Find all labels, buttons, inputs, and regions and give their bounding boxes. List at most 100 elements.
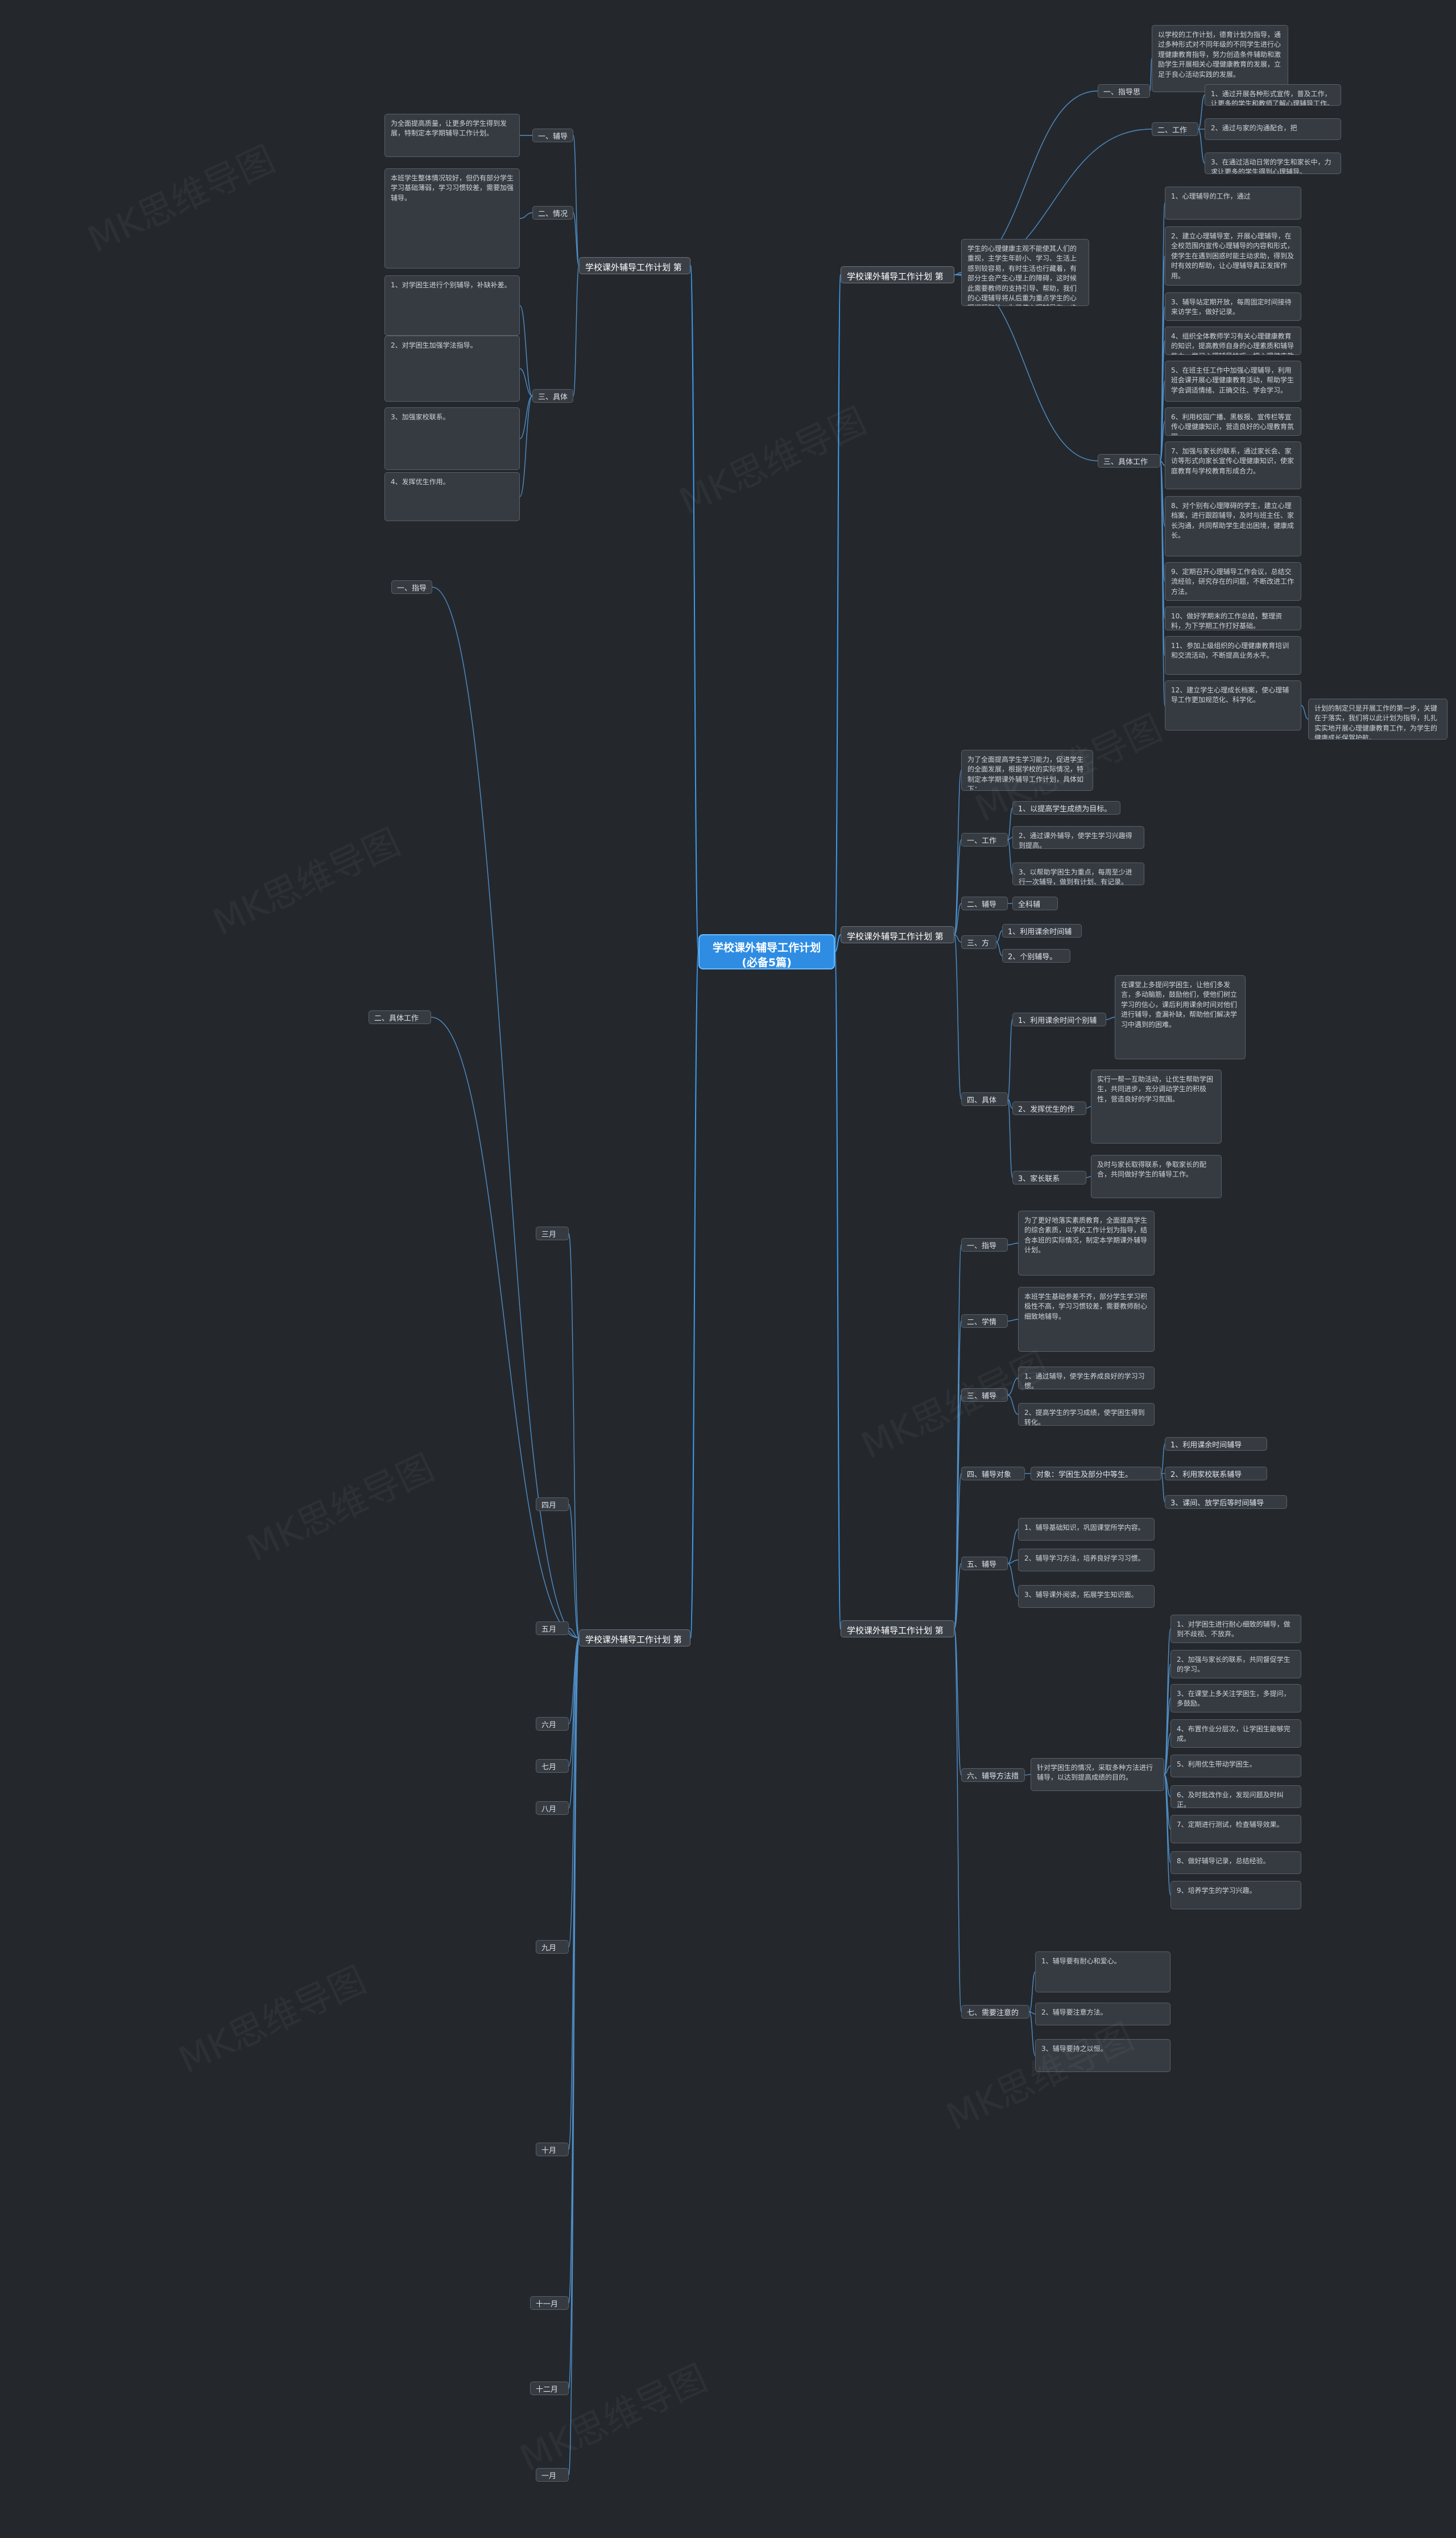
mindmap-node-l1b[interactable]: 一、指导思想 (1098, 84, 1150, 98)
mindmap-node-l1c1[interactable]: 1、通过开展各种形式宣传，普及工作，让更多的学生和教师了解心理辅导工作。 (1205, 84, 1341, 106)
mindmap-node-l4l[interactable]: 十二月份 (530, 2382, 569, 2395)
mindmap-node-l5g1[interactable]: 1、辅导要有耐心和爱心。 (1035, 1951, 1170, 1992)
mindmap-node-l2[interactable]: 学校课外辅导工作计划 第2篇 (579, 257, 690, 274)
mindmap-node-l5d1[interactable]: 对象：学困生及部分中等生。 (1031, 1467, 1161, 1480)
mindmap-node-l3b3[interactable]: 3、以帮助学困生为重点，每周至少进行一次辅导，做到有计划、有记录。 (1012, 862, 1144, 885)
mindmap-node-l5f1[interactable]: 针对学困生的情况，采取多种方法进行辅导，以达到提高成绩的目的。 (1031, 1758, 1164, 1791)
mindmap-node-l4j[interactable]: 十月份 (536, 2143, 569, 2156)
mindmap-node-l3b1[interactable]: 1、以提高学生成绩为目标。 (1012, 801, 1120, 815)
mindmap-node-l3d2[interactable]: 2、个别辅导。 (1002, 949, 1070, 963)
mindmap-node-l4f[interactable]: 六月份 (536, 1717, 569, 1731)
mindmap-node-l3e3a[interactable]: 及时与家长取得联系，争取家长的配合，共同做好学生的辅导工作。 (1091, 1155, 1222, 1198)
mindmap-node-l5g3[interactable]: 3、辅导要持之以恒。 (1035, 2039, 1170, 2072)
mindmap-node-l2a1[interactable]: 为全面提高质量，让更多的学生得到发展，特制定本学期辅导工作计划。 (384, 114, 520, 157)
mindmap-node-l3e[interactable]: 四、具体措施 (961, 1092, 1008, 1106)
mindmap-node-l5d1c[interactable]: 3、课间、放学后等时间辅导 (1165, 1495, 1287, 1509)
mindmap-node-l5f1c[interactable]: 3、在课堂上多关注学困生，多提问，多鼓励。 (1170, 1684, 1301, 1712)
mindmap-node-l3e1[interactable]: 1、利用课余时间个别辅导 (1012, 1013, 1106, 1026)
mindmap-node-l4c[interactable]: 三月份 (536, 1227, 569, 1240)
connector-l2c4 (519, 395, 533, 497)
mindmap-node-l1d6[interactable]: 6、利用校园广播、黑板报、宣传栏等宣传心理健康知识，营造良好的心理教育氛围。 (1165, 407, 1301, 436)
mindmap-node-l3a[interactable]: 为了全面提高学生学习能力，促进学生的全面发展，根据学校的实际情况，特制定本学期课… (961, 750, 1093, 791)
mindmap-node-l5b[interactable]: 二、学情分析 (961, 1314, 1008, 1328)
mindmap-node-l5f1a[interactable]: 1、对学困生进行耐心细致的辅导，做到不歧视、不放弃。 (1170, 1615, 1301, 1643)
mindmap-node-l3e3[interactable]: 3、家长联系 (1012, 1171, 1086, 1185)
mindmap-node-l1d11[interactable]: 11、参加上级组织的心理健康教育培训和交流活动，不断提高业务水平。 (1165, 636, 1301, 675)
mindmap-node-l5d1b[interactable]: 2、利用家校联系辅导 (1165, 1467, 1267, 1480)
mindmap-node-l4e[interactable]: 五月份 (536, 1621, 569, 1635)
mindmap-node-l1d10[interactable]: 10、做好学期末的工作总结，整理资料，为下学期工作打好基础。 (1165, 606, 1301, 630)
mindmap-node-l4a[interactable]: 一、指导思想 (391, 580, 432, 594)
mindmap-node-l3e1a[interactable]: 在课堂上多提问学困生，让他们多发言，多动脑筋，鼓励他们，使他们树立学习的信心，课… (1115, 975, 1246, 1059)
mindmap-node-l1d2[interactable]: 2、建立心理辅导室，开展心理辅导，在全校范围内宣传心理辅导的内容和形式，使学生在… (1165, 226, 1301, 286)
mindmap-node-l5c1[interactable]: 1、通过辅导，使学生养成良好的学习习惯。 (1018, 1367, 1155, 1389)
mindmap-node-l5f1d[interactable]: 4、布置作业分层次，让学困生能够完成。 (1170, 1719, 1301, 1748)
mindmap-node-l1c[interactable]: 二、工作目标 (1152, 122, 1198, 136)
mindmap-node-l5e3[interactable]: 3、辅导课外阅读，拓展学生知识面。 (1018, 1585, 1155, 1608)
mindmap-node-l3d[interactable]: 三、方式 (961, 935, 996, 949)
mindmap-node-l3e2[interactable]: 2、发挥优生的作用 (1012, 1101, 1086, 1115)
mindmap-node-l4m[interactable]: 一月份 (536, 2468, 569, 2482)
mindmap-node-l5a[interactable]: 一、指导思想 (961, 1238, 1008, 1252)
mindmap-node-l5g[interactable]: 七、需要注意的问题 (961, 2005, 1029, 2019)
mindmap-node-l3e2a[interactable]: 实行一帮一互助活动，让优生帮助学困生，共同进步，充分调动学生的积极性，营造良好的… (1091, 1070, 1222, 1144)
mindmap-node-l5[interactable]: 学校课外辅导工作计划 第5篇 (841, 1620, 954, 1637)
mindmap-node-l1d12[interactable]: 12、建立学生心理成长档案，使心理辅导工作更加规范化、科学化。 (1165, 680, 1301, 731)
mindmap-node-l3[interactable]: 学校课外辅导工作计划 第3篇 (841, 926, 954, 943)
mindmap-node-l1d8[interactable]: 8、对个别有心理障碍的学生，建立心理档案，进行跟踪辅导，及时与班主任、家长沟通，… (1165, 496, 1301, 556)
mindmap-node-l1c3[interactable]: 3、在通过活动日常的学生和家长中，力求让更多的学生得到心理辅导。 (1205, 152, 1341, 174)
mindmap-node-l1d4[interactable]: 4、组织全体教师学习有关心理健康教育的知识，提高教师自身的心理素质和辅导能力，学… (1165, 327, 1301, 355)
mindmap-node-l4g[interactable]: 七月份 (536, 1759, 569, 1773)
mindmap-node-l5e[interactable]: 五、辅导内容 (961, 1557, 1008, 1570)
mindmap-node-l4k[interactable]: 十一月份 (530, 2296, 569, 2310)
mindmap-node-l1d5[interactable]: 5、在班主任工作中加强心理辅导，利用班会课开展心理健康教育活动，帮助学生学会调适… (1165, 361, 1301, 402)
mindmap-node-l1[interactable]: 学校课外辅导工作计划 第1篇 (841, 266, 954, 283)
mindmap-node-l3c[interactable]: 二、辅导内容 (961, 897, 1008, 910)
mindmap-node-l5e1[interactable]: 1、辅导基础知识，巩固课堂所学内容。 (1018, 1518, 1155, 1541)
mindmap-node-l5a1[interactable]: 为了更好地落实素质教育，全面提高学生的综合素质，以学校工作计划为指导，结合本班的… (1018, 1211, 1155, 1276)
mindmap-node-l3b2[interactable]: 2、通过课外辅导，使学生学习兴趣得到提高。 (1012, 826, 1144, 849)
mindmap-node-l1d3[interactable]: 3、辅导站定期开放，每周固定时间接待来访学生，做好记录。 (1165, 292, 1301, 321)
mindmap-node-l5f1e[interactable]: 5、利用优生带动学困生。 (1170, 1755, 1301, 1777)
mindmap-node-l5f1f[interactable]: 6、及时批改作业，发现问题及时纠正。 (1170, 1785, 1301, 1808)
mindmap-node-l5b1[interactable]: 本班学生基础参差不齐，部分学生学习积极性不高，学习习惯较差，需要教师耐心细致地辅… (1018, 1287, 1155, 1352)
mindmap-node-l5c[interactable]: 三、辅导目标 (961, 1388, 1008, 1402)
connector-l3e3a (1086, 1176, 1091, 1178)
mindmap-node-l5f1h[interactable]: 8、做好辅导记录，总结经验。 (1170, 1851, 1301, 1874)
mindmap-node-l2c2[interactable]: 2、对学困生加强学法指导。 (384, 336, 520, 402)
mindmap-node-l2c1[interactable]: 1、对学困生进行个别辅导，补缺补差。 (384, 275, 520, 336)
root-topic-node[interactable]: 学校课外辅导工作计划(必备5篇) (698, 934, 835, 969)
mindmap-node-l5g2[interactable]: 2、辅导要注意方法。 (1035, 2003, 1170, 2025)
mindmap-node-l1d9[interactable]: 9、定期召开心理辅导工作会议，总结交流经验，研究存在的问题，不断改进工作方法。 (1165, 562, 1301, 601)
mindmap-node-l5e2[interactable]: 2、辅导学习方法，培养良好学习习惯。 (1018, 1549, 1155, 1571)
mindmap-node-l2c4[interactable]: 4、发挥优生作用。 (384, 472, 520, 521)
mindmap-node-l4[interactable]: 学校课外辅导工作计划 第4篇 (579, 1629, 690, 1646)
mindmap-node-l5f1i[interactable]: 9、培养学生的学习兴趣。 (1170, 1881, 1301, 1909)
mindmap-node-l2a[interactable]: 一、辅导目的 (532, 129, 573, 142)
mindmap-node-l1d7[interactable]: 7、加强与家长的联系，通过家长会、家访等形式向家长宣传心理健康知识，使家庭教育与… (1165, 441, 1301, 489)
connector-l3e2 (1007, 1099, 1013, 1109)
mindmap-node-l5d[interactable]: 四、辅导对象 (961, 1467, 1025, 1480)
mindmap-node-l1d[interactable]: 三、具体工作安排 (1098, 454, 1160, 468)
mindmap-node-l5c2[interactable]: 2、提高学生的学习成绩，使学困生得到转化。 (1018, 1403, 1155, 1426)
mindmap-node-l5f[interactable]: 六、辅导方法措施 (961, 1768, 1025, 1782)
mindmap-node-l3c1[interactable]: 全科辅导。 (1012, 897, 1058, 910)
mindmap-node-l1d12a[interactable]: 计划的制定只是开展工作的第一步，关键在于落实，我们将以此计划为指导，扎扎实实地开… (1308, 699, 1447, 740)
mindmap-node-l4b[interactable]: 二、具体工作安排 (369, 1010, 431, 1024)
mindmap-node-l4h[interactable]: 八月份 (536, 1801, 569, 1815)
mindmap-node-l2c3[interactable]: 3、加强家校联系。 (384, 407, 520, 470)
mindmap-node-l2b[interactable]: 二、情况分析 (532, 206, 573, 220)
mindmap-node-l4i[interactable]: 九月份 (536, 1940, 569, 1954)
mindmap-node-l4d[interactable]: 四月份 (536, 1497, 569, 1511)
mindmap-node-l1b1[interactable]: 以学校的工作计划，德育计划为指导，通过多种形式对不同年级的不同学生进行心理健康教… (1152, 25, 1288, 92)
mindmap-node-l5f1b[interactable]: 2、加强与家长的联系，共同督促学生的学习。 (1170, 1650, 1301, 1678)
mindmap-node-l2b1[interactable]: 本班学生整体情况较好，但仍有部分学生学习基础薄弱，学习习惯较差，需要加强辅导。 (384, 168, 520, 269)
mindmap-node-l3b[interactable]: 一、工作目标 (961, 833, 1008, 847)
mindmap-node-l5f1g[interactable]: 7、定期进行测试，检查辅导效果。 (1170, 1815, 1301, 1843)
mindmap-node-l3d1[interactable]: 1、利用课余时间辅导。 (1002, 924, 1082, 938)
mindmap-node-l1d1[interactable]: 1、心理辅导的工作，通过 (1165, 187, 1301, 220)
mindmap-node-l1c2[interactable]: 2、通过与家的沟通配合，把 (1205, 118, 1341, 140)
mindmap-node-l1a[interactable]: 学生的心理健康主观不能使其人们的重视，主学生年龄小、学习、生活上感到较容易，有时… (961, 239, 1089, 306)
mindmap-node-l2c[interactable]: 三、具体措施 (532, 389, 573, 403)
mindmap-node-l5d1a[interactable]: 1、利用课余时间辅导 (1165, 1437, 1267, 1451)
